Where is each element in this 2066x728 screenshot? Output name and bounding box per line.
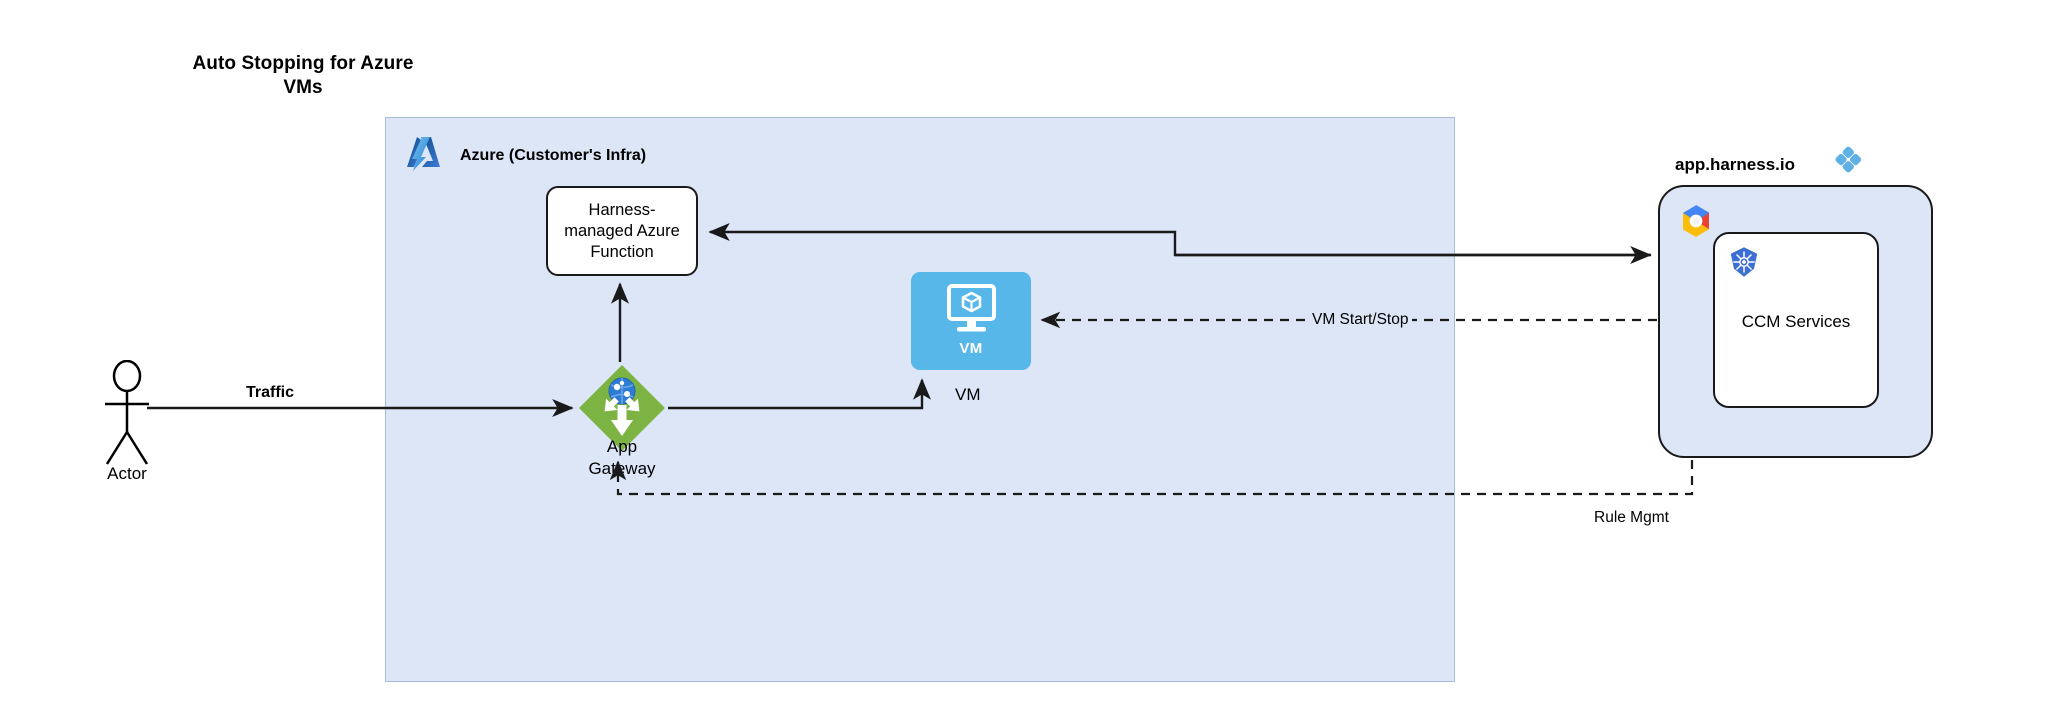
ccm-services-label: CCM Services — [1741, 312, 1851, 331]
harness-title: app.harness.io — [1675, 155, 1795, 174]
vm-node-label: VM — [955, 385, 981, 404]
vm-monitor-cube-icon — [947, 284, 996, 332]
rule-mgmt-edge-label: Rule Mgmt — [1590, 508, 1673, 528]
azure-application-gateway-icon[interactable] — [578, 364, 666, 452]
azure-logo-icon — [407, 137, 440, 171]
kubernetes-logo-icon — [1730, 247, 1758, 277]
vm-node[interactable]: VM — [911, 272, 1031, 370]
azure-container-label: Azure (Customer's Infra) — [460, 147, 647, 164]
traffic-edge-label: Traffic — [245, 384, 294, 401]
gcp-logo-icon — [1683, 205, 1709, 237]
vm-inner-label: VM — [959, 340, 983, 357]
stick-figure-icon[interactable] — [97, 360, 157, 470]
actor-label: Actor — [107, 464, 147, 483]
vm-start-stop-edge-label: VM Start/Stop — [1308, 310, 1413, 330]
harness-diamond-logo-icon — [1835, 146, 1862, 173]
